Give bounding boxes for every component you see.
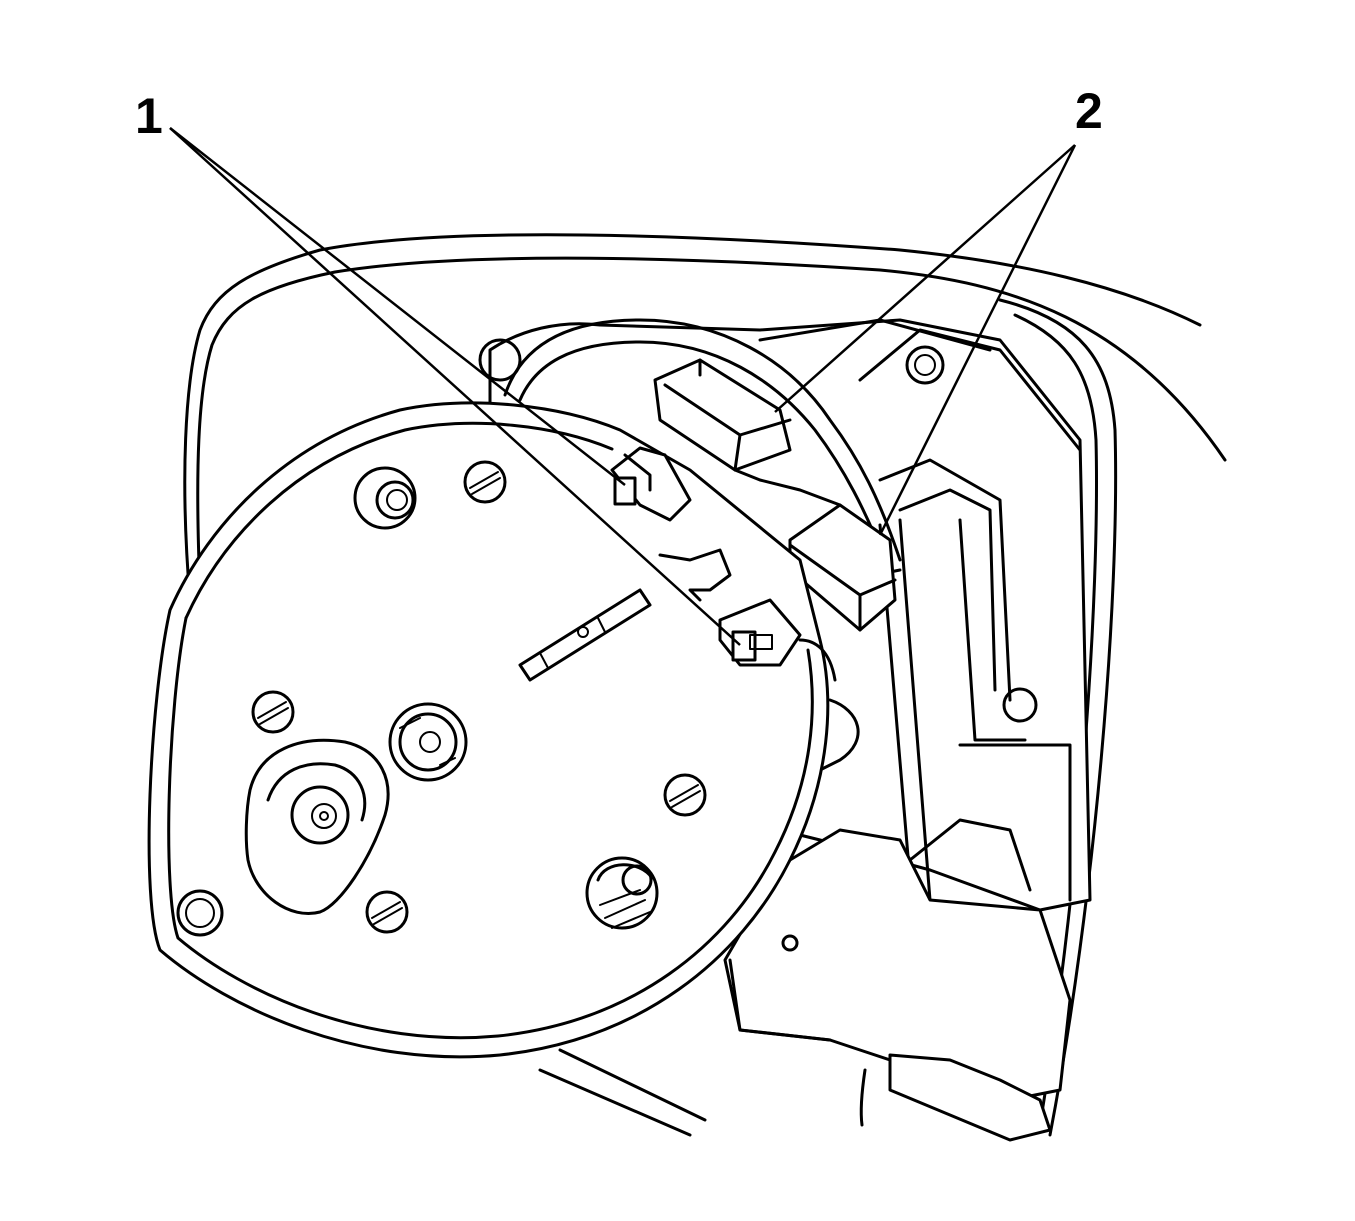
- callout-2-label: 2: [1075, 83, 1103, 139]
- screw-upper: [463, 460, 507, 504]
- callout-1-leaders: [169, 127, 741, 646]
- tab-spring-clip: [658, 548, 732, 602]
- plate-boss-upper-left: [353, 466, 417, 530]
- connector-link: [733, 468, 842, 507]
- wiring-harness: [478, 318, 902, 562]
- plate-boss-lower: [585, 856, 659, 930]
- motor-mount-boss: [244, 738, 390, 915]
- callout-1-label: 1: [135, 88, 163, 144]
- retaining-tab-lower: [718, 598, 802, 667]
- screw-left: [251, 690, 295, 734]
- screw-lower-right: [663, 773, 707, 817]
- electrical-connector-upper: [653, 358, 792, 472]
- retaining-tab-upper: [610, 446, 692, 522]
- mount-hole-left: [176, 889, 224, 937]
- screw-lower: [365, 890, 409, 934]
- callout-2-leaders: [774, 144, 1077, 536]
- center-pivot-socket: [388, 702, 468, 782]
- lower-motor-block: [723, 828, 1072, 1142]
- mirror-housing: [183, 233, 1227, 1137]
